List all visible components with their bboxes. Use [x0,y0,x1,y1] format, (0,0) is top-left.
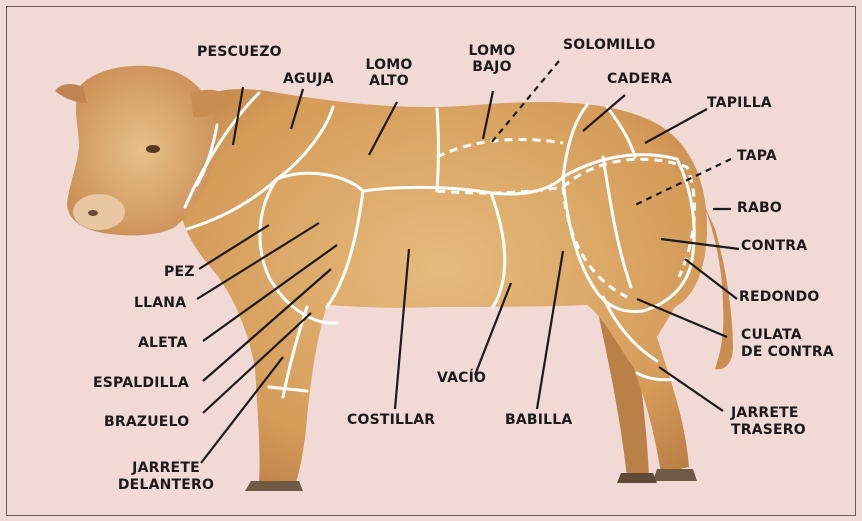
cow-ear-left [55,84,87,103]
cow-far-hoof [617,473,657,483]
cow-diagram [7,7,855,515]
label-llana: LLANA [134,295,186,311]
label-solomillo: SOLOMILLO [563,37,656,53]
label-babilla: BABILLA [505,412,572,428]
label-lomo-bajo-line2: BAJO [467,59,517,75]
label-vacio: VACÍO [437,370,486,386]
cow-eye [146,145,160,153]
cow-muzzle [73,194,125,230]
label-tapa: TAPA [737,148,777,164]
label-cadera: CADERA [607,71,672,87]
label-jarrete-delantero-line1: JARRETE [115,460,217,476]
cow-nostril [88,210,98,216]
label-lomo-alto-line1: LOMO [365,57,413,73]
label-espaldilla: ESPALDILLA [93,375,189,391]
label-brazuelo: BRAZUELO [104,414,189,430]
label-pescuezo: PESCUEZO [197,44,282,60]
diagram-frame: PESCUEZO AGUJA LOMO ALTO LOMO BAJO SOLOM… [6,6,856,516]
label-rabo: RABO [737,200,782,216]
cow-front-hoof [245,481,303,491]
label-redondo: REDONDO [739,289,820,305]
label-culata-line1: CULATA [741,327,802,343]
label-pez: PEZ [164,264,195,280]
label-jarrete-delantero-line2: DELANTERO [115,477,217,493]
label-contra: CONTRA [741,238,807,254]
label-tapilla: TAPILLA [707,95,772,111]
label-aguja: AGUJA [283,71,334,87]
label-culata-line2: DE CONTRA [741,344,834,360]
cow-hind-hoof [653,469,697,481]
label-aleta: ALETA [138,335,188,351]
label-jarrete-trasero-line2: TRASERO [731,422,806,438]
label-costillar: COSTILLAR [347,412,435,428]
label-jarrete-trasero-line1: JARRETE [731,405,799,421]
label-lomo-alto-line2: ALTO [365,73,413,89]
label-lomo-bajo-line1: LOMO [467,43,517,59]
